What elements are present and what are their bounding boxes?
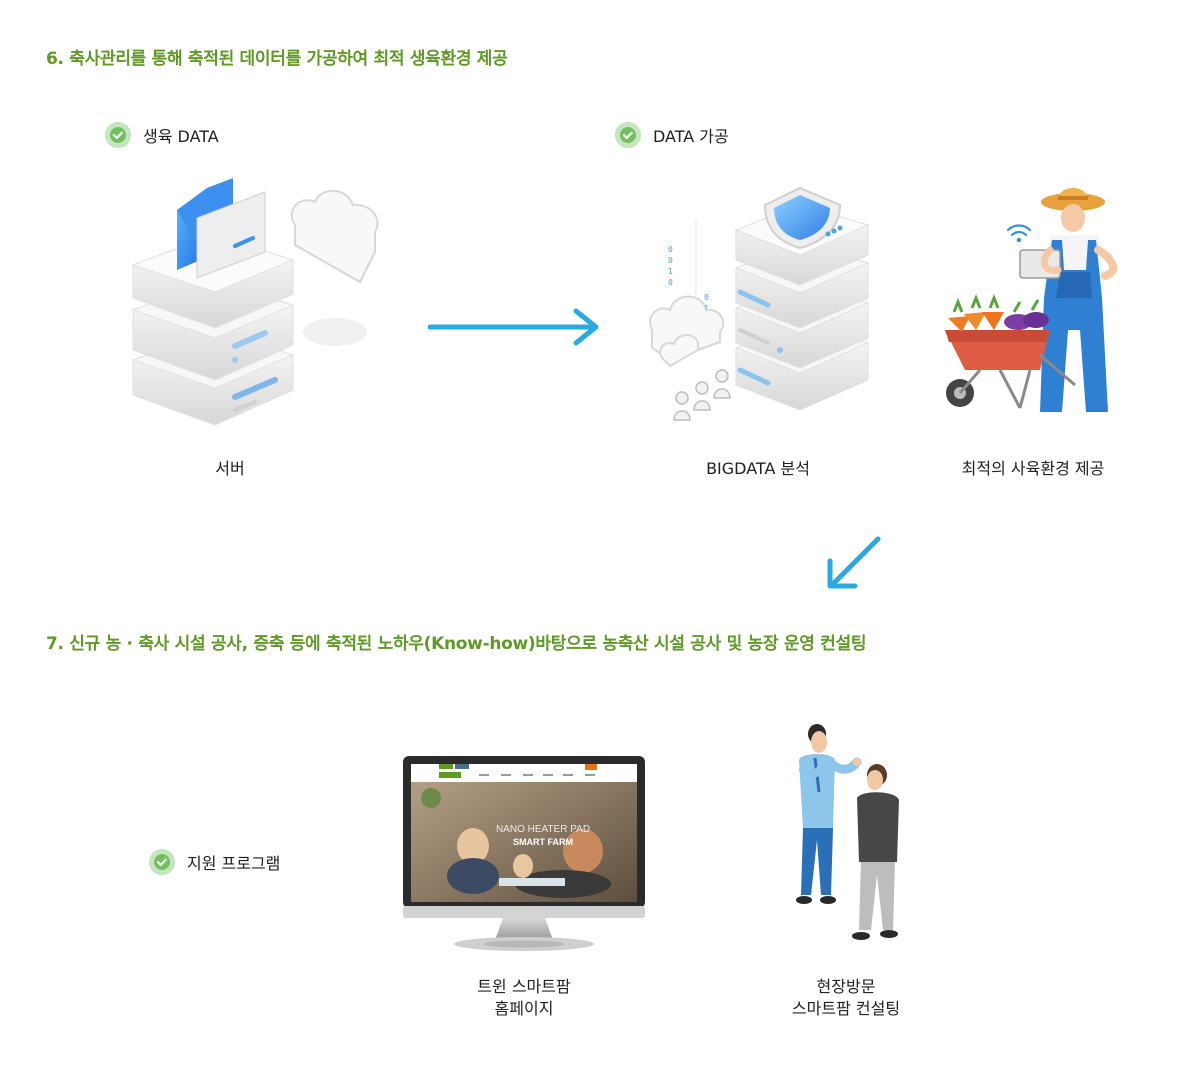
farmer-illustration xyxy=(945,188,1117,412)
consulting-people-illustration xyxy=(796,724,899,940)
monitor-illustration: NANO HEATER PAD SMART FARM xyxy=(403,756,645,956)
caption-site-visit: 현장방문 스마트팜 컨설팅 xyxy=(766,976,926,1020)
monitor-line-1: NANO HEATER PAD xyxy=(495,824,591,835)
arrow-down-left-icon xyxy=(827,536,881,589)
check-support-program: 지원 프로그램 xyxy=(149,849,280,875)
caption-visit-line2: 스마트팜 컨설팅 xyxy=(791,999,901,1018)
svg-text:1: 1 xyxy=(668,267,673,276)
server-illustration xyxy=(131,178,379,426)
check-icon xyxy=(149,849,175,875)
section7-heading: 7. 신규 농 · 축사 시설 공사, 증축 등에 축적된 노하우(Know-h… xyxy=(46,634,867,654)
caption-homepage-line2: 홈페이지 xyxy=(494,999,554,1018)
caption-visit-line1: 현장방문 xyxy=(816,977,876,996)
caption-server: 서버 xyxy=(215,459,245,478)
section6-heading: 6. 축사관리를 통해 축적된 데이터를 가공하여 최적 생육환경 제공 xyxy=(46,49,508,69)
caption-homepage-line1: 트윈 스마트팜 xyxy=(477,977,571,996)
caption-bigdata: BIGDATA 분석 xyxy=(706,459,810,478)
check-icon xyxy=(105,122,131,148)
svg-text:0: 0 xyxy=(704,293,709,302)
check-data-processing: DATA 가공 xyxy=(615,122,729,148)
monitor-screen-text: NANO HEATER PAD SMART FARM xyxy=(473,823,613,849)
svg-text:0: 0 xyxy=(668,256,673,265)
check-growth-data: 생육 DATA xyxy=(105,122,219,148)
svg-text:0: 0 xyxy=(668,245,673,254)
check-icon xyxy=(615,122,641,148)
check-label: 지원 프로그램 xyxy=(187,854,281,873)
check-label: 생육 DATA xyxy=(143,127,219,146)
check-label: DATA 가공 xyxy=(653,127,729,146)
monitor-line-2: SMART FARM xyxy=(513,837,573,847)
arrow-right-icon xyxy=(428,308,599,346)
svg-text:0: 0 xyxy=(668,278,673,287)
caption-homepage: 트윈 스마트팜 홈페이지 xyxy=(444,976,604,1020)
caption-optimal-environment: 최적의 사육환경 제공 xyxy=(961,459,1105,478)
